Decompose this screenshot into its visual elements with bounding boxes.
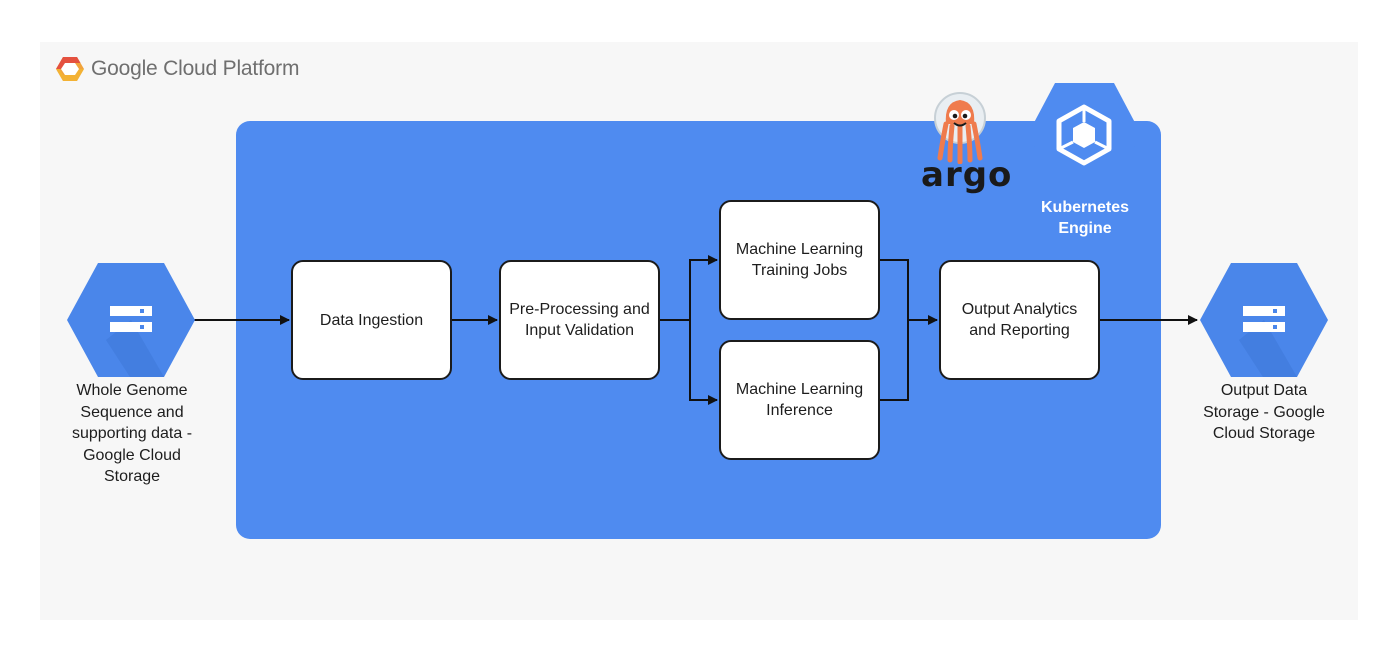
ml-training-node: Machine Learning Training Jobs [719,200,880,320]
source-storage-icon [67,263,195,377]
kubernetes-engine-label: Kubernetes Engine [1040,199,1130,237]
ml-inference-node: Machine Learning Inference [719,340,880,460]
data-ingestion-label: Data Ingestion [319,311,424,329]
argo-octopus-icon [934,92,986,164]
kubernetes-engine-icon [1028,83,1141,186]
data-ingestion-node: Data Ingestion [291,260,452,380]
platform-title: Google Cloud Platform [91,57,300,80]
output-analytics-node: Output Analytics and Reporting [939,260,1100,380]
argo-wordmark: argo [921,155,1013,195]
source-storage-label: Whole Genome Sequence and supporting dat… [71,382,193,485]
destination-storage-label: Output Data Storage - Google Cloud Stora… [1203,382,1325,442]
ml-inference-label: Machine Learning Inference [735,381,864,419]
preprocessing-label: Pre-Processing and Input Validation [509,301,650,339]
output-analytics-label: Output Analytics and Reporting [961,301,1078,339]
destination-storage-icon [1200,263,1328,377]
ml-training-label: Machine Learning Training Jobs [735,241,864,279]
google-cloud-logo-icon [56,57,84,81]
preprocessing-node: Pre-Processing and Input Validation [499,260,660,380]
